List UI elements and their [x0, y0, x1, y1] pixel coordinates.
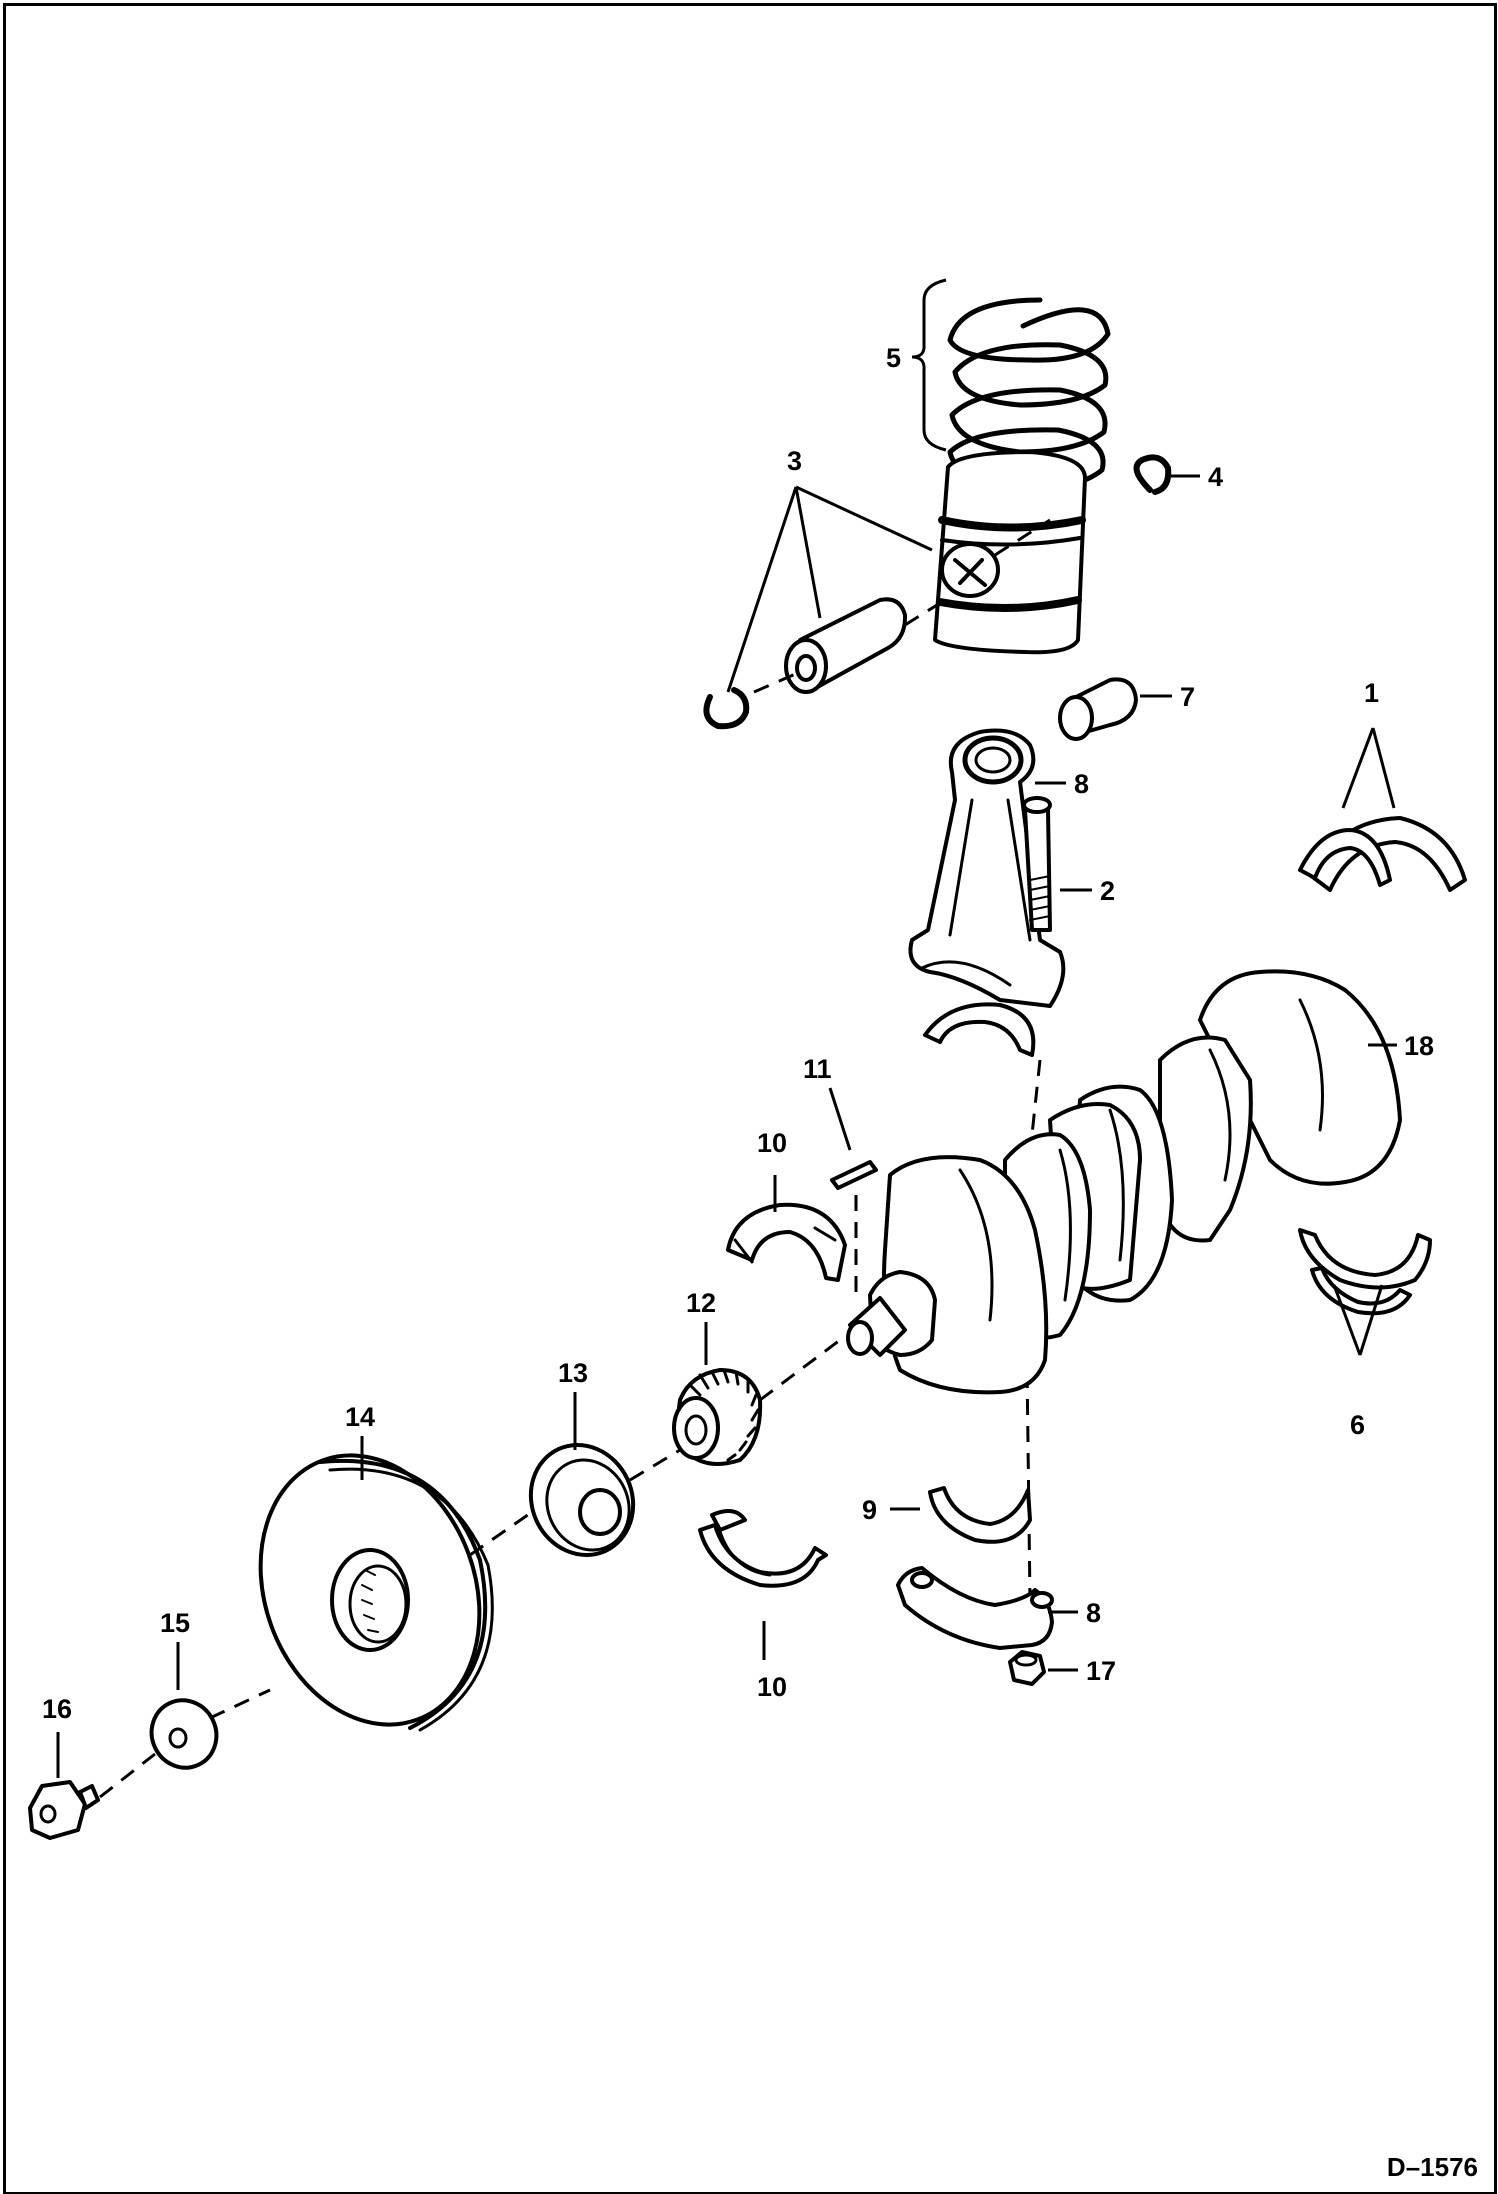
rod-bearing-lower: [928, 1486, 1032, 1544]
connecting-rod: [908, 728, 1066, 1008]
piston: [933, 450, 1087, 655]
callout-8-cap: 8: [1086, 1598, 1101, 1628]
callout-12: 12: [686, 1288, 716, 1318]
drawing-reference-number: D–1576: [1387, 2152, 1478, 2182]
callout-16: 16: [42, 1694, 72, 1724]
rod-nut: [1008, 1650, 1046, 1686]
rod-bearing-upper: [923, 1002, 1036, 1057]
pulley: [258, 1453, 494, 1732]
callout-2: 2: [1100, 876, 1115, 906]
woodruff-key: [830, 1160, 878, 1190]
rod-cap: [896, 1566, 1054, 1650]
callout-10-lower: 10: [757, 1672, 787, 1702]
pulley-bolt: [28, 1780, 100, 1840]
callout-17: 17: [1086, 1656, 1116, 1686]
callout-labels: 1 2 3 4 5 6 7 8 8 9 10 10 11 12 13 14 15…: [42, 343, 1434, 1724]
thrust-bearing-upper: [726, 1202, 847, 1282]
callout-15: 15: [160, 1608, 190, 1638]
callout-11: 11: [803, 1054, 832, 1084]
crank-gear: [672, 1368, 763, 1466]
callout-3: 3: [787, 446, 802, 476]
crankshaft: [846, 969, 1402, 1395]
snap-ring-left: [703, 687, 750, 730]
callout-4: 4: [1208, 462, 1223, 492]
callout-5: 5: [886, 343, 901, 373]
callout-10-upper: 10: [757, 1128, 787, 1158]
callout-7: 7: [1180, 682, 1195, 712]
diagram-frame: [3, 3, 1497, 2194]
main-bearing-upper: [1298, 816, 1467, 892]
callout-14: 14: [345, 1402, 375, 1432]
oil-slinger: [528, 1443, 636, 1557]
thrust-bearing-lower: [698, 1509, 828, 1588]
washer: [149, 1698, 219, 1770]
leader-lines: [56, 278, 1397, 1778]
callout-1: 1: [1364, 678, 1379, 708]
rod-bolt: [1022, 796, 1052, 932]
callout-6: 6: [1350, 1410, 1365, 1440]
main-bearing-lower: [1298, 1228, 1432, 1316]
pin-bushing: [1058, 677, 1138, 741]
callout-9: 9: [862, 1495, 877, 1525]
piston-pin: [784, 597, 908, 694]
snap-ring-right: [1133, 454, 1172, 495]
callout-13: 13: [558, 1358, 588, 1388]
callout-8-rod: 8: [1074, 769, 1089, 799]
callout-18: 18: [1404, 1031, 1434, 1061]
